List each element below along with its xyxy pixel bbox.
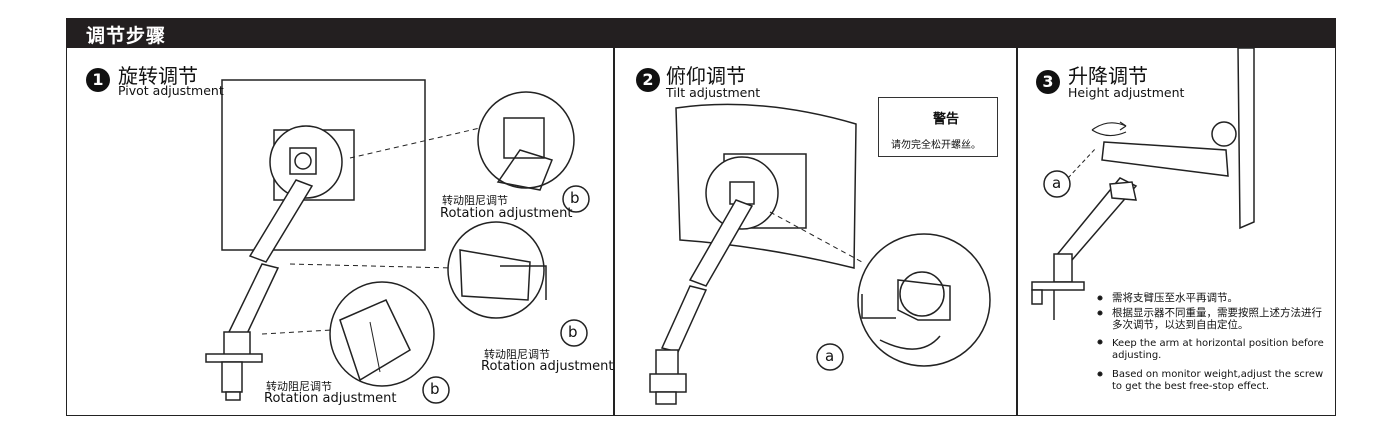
pivot-illustration <box>205 79 575 401</box>
section-header: 调节步骤 <box>66 18 1336 48</box>
marker-b-1: b <box>570 189 580 207</box>
rotation-label-1-en: Rotation adjustment <box>440 206 573 221</box>
section-title: 调节步骤 <box>86 25 167 47</box>
warning-text: 请勿完全松开螺丝。 <box>891 140 981 151</box>
marker-b-2: b <box>568 323 578 341</box>
warning-title: 警告 <box>933 112 960 127</box>
step-3-title: 升降调节 <box>1068 64 1148 88</box>
step-2-badge: 2 <box>636 68 660 92</box>
step-2-subtitle: Tilt adjustment <box>666 85 761 100</box>
note-2: 根据显示器不同重量，需要按照上述方法进行多次调节，以达到自由定位。 <box>1112 307 1322 331</box>
warning-box: 警告 请勿完全松开螺丝。 <box>878 97 998 157</box>
step-1-badge: 1 <box>86 68 110 92</box>
panel-divider <box>1016 48 1018 416</box>
rotation-label-2-cn: 转动阻尼调节 <box>484 348 550 361</box>
step-3-subtitle: Height adjustment <box>1068 85 1185 100</box>
tilt-illustration <box>649 103 991 405</box>
note-1: 需将支臂压至水平再调节。 <box>1112 292 1238 304</box>
marker-b-3: b <box>430 380 440 398</box>
rotation-label-3-en: Rotation adjustment <box>264 391 397 406</box>
step-3-badge: 3 <box>1036 70 1060 94</box>
rotation-label-3-cn: 转动阻尼调节 <box>266 380 332 393</box>
marker-a-1: a <box>825 347 835 365</box>
panel-divider <box>613 48 615 416</box>
rotation-label-2-en: Rotation adjustment <box>481 359 614 374</box>
step-1-title: 旋转调节 <box>118 64 198 88</box>
step-1-subtitle: Pivot adjustment <box>118 83 224 98</box>
note-4: Based on monitor weight,adjust the screw… <box>1112 369 1324 392</box>
height-illustration <box>1031 47 1255 377</box>
note-3: Keep the arm at horizontal position befo… <box>1112 338 1324 361</box>
marker-a-2: a <box>1052 174 1062 192</box>
step-2-title: 俯仰调节 <box>666 64 746 88</box>
rotation-label-1-cn: 转动阻尼调节 <box>442 194 508 207</box>
panel-frame <box>66 48 1336 416</box>
